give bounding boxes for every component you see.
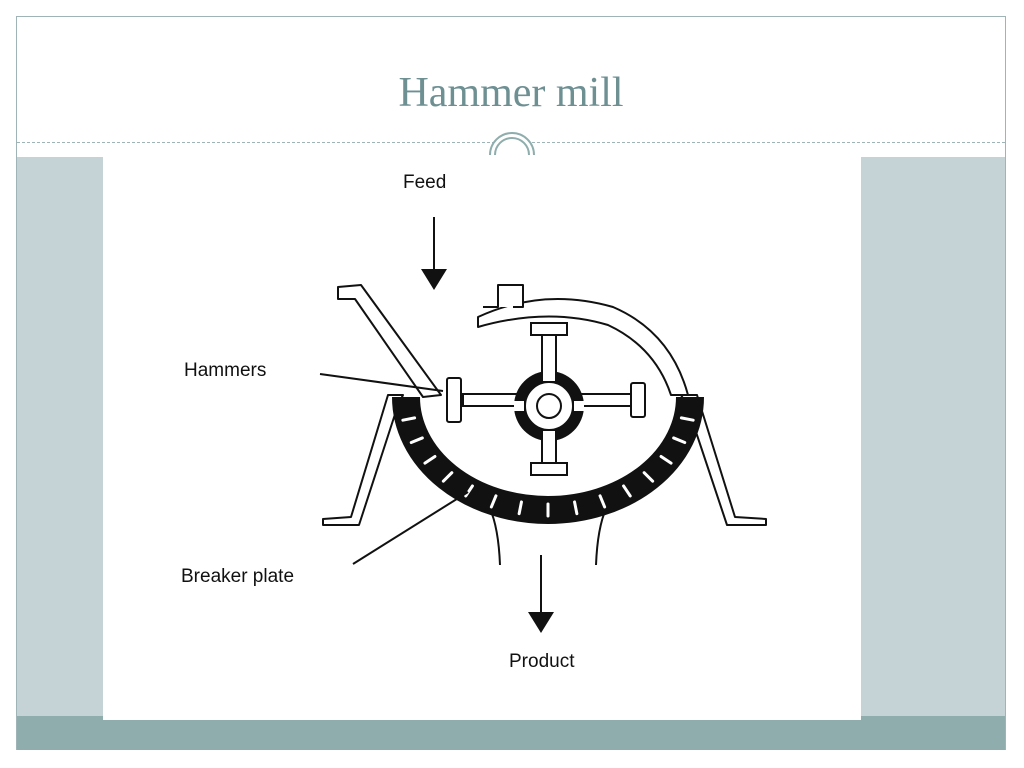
breaker-plate-leader <box>352 491 469 565</box>
hammers-leader <box>319 373 444 392</box>
breaker-plate <box>392 396 704 524</box>
hammer-left <box>446 377 462 423</box>
breaker-plate-slot <box>642 471 655 483</box>
slide-title: Hammer mill <box>398 70 624 116</box>
product-label: Product <box>509 651 575 672</box>
product-arrow <box>528 555 554 633</box>
breaker-plate-label: Breaker plate <box>181 566 295 587</box>
rotor-assembly <box>446 322 646 476</box>
breaker-plate-slot <box>573 500 579 516</box>
title-area: Hammer mill <box>17 17 1005 143</box>
breaker-plate-slot <box>464 484 474 498</box>
breaker-plate-slot <box>401 416 417 422</box>
breaker-plate-slot <box>409 436 424 445</box>
left-frame <box>322 394 404 526</box>
hammer-right <box>630 382 646 418</box>
footer-band <box>17 716 1005 750</box>
breaker-plate-slot <box>517 500 523 516</box>
feed-chute <box>337 284 442 398</box>
breaker-plate-slot <box>598 494 607 509</box>
divider-ornament-icon <box>489 132 535 156</box>
breaker-plate-slot <box>672 436 687 445</box>
hammers-label: Hammers <box>184 360 267 381</box>
hammer-mill-diagram: Feed Hammers Breaker plate Product <box>103 157 861 720</box>
breaker-plate-slot <box>622 484 632 498</box>
breaker-plate-slot <box>441 471 454 483</box>
breaker-plate-slot <box>679 416 695 422</box>
breaker-plate-slot <box>659 454 673 465</box>
breaker-plate-slot <box>489 494 498 509</box>
diagram-drawing <box>319 217 767 633</box>
breaker-plate-slot <box>423 454 437 465</box>
feed-arrow <box>421 217 447 290</box>
upper-casing <box>477 284 689 396</box>
feed-label: Feed <box>403 172 447 193</box>
